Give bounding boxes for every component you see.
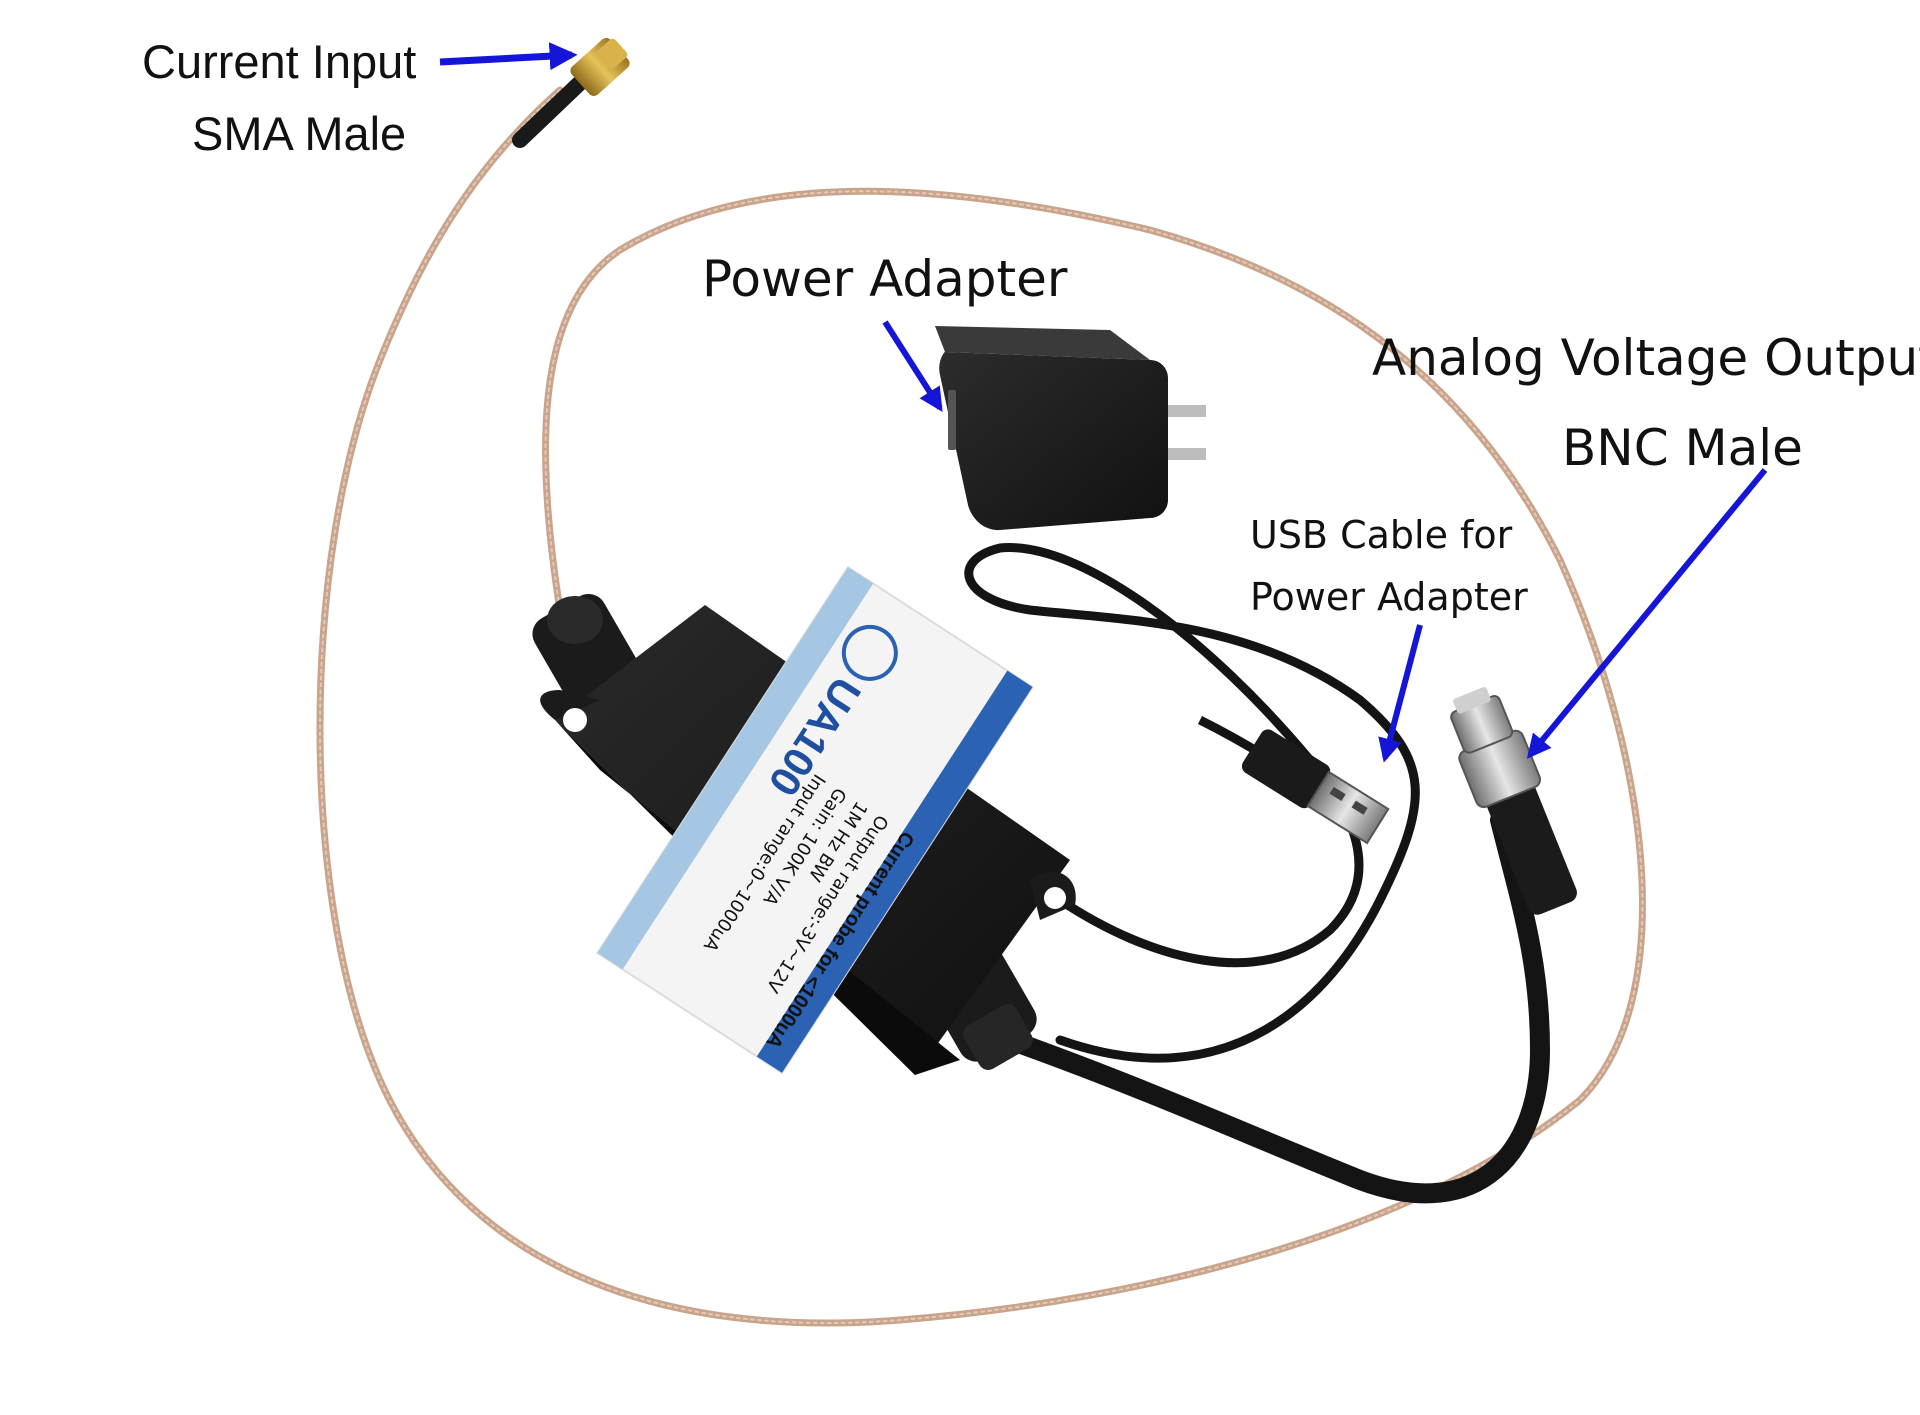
bnc-connector: [1450, 687, 1577, 915]
label-sma-male: SMA Male: [192, 107, 407, 160]
label-usb-cable-line2: Power Adapter: [1250, 575, 1528, 619]
annotation-arrows: [439, 42, 1768, 763]
usb-plug: [1241, 729, 1390, 845]
label-current-input: Current Input: [142, 35, 417, 88]
arrow-current-input: [439, 42, 578, 71]
bnc-cable: [1000, 810, 1551, 1204]
label-analog-voltage-output: Analog Voltage Output: [1372, 329, 1920, 387]
arrow-usb-cable: [1378, 624, 1423, 763]
label-bnc-male: BNC Male: [1562, 419, 1803, 477]
label-usb-cable-line1: USB Cable for: [1250, 513, 1513, 557]
arrow-power-adapter: [882, 320, 943, 413]
arrow-bnc-male: [1526, 468, 1768, 759]
sma-connector: [512, 37, 630, 148]
coax-cable: [316, 86, 1646, 1327]
label-power-adapter: Power Adapter: [702, 250, 1068, 308]
power-adapter: [935, 326, 1206, 531]
